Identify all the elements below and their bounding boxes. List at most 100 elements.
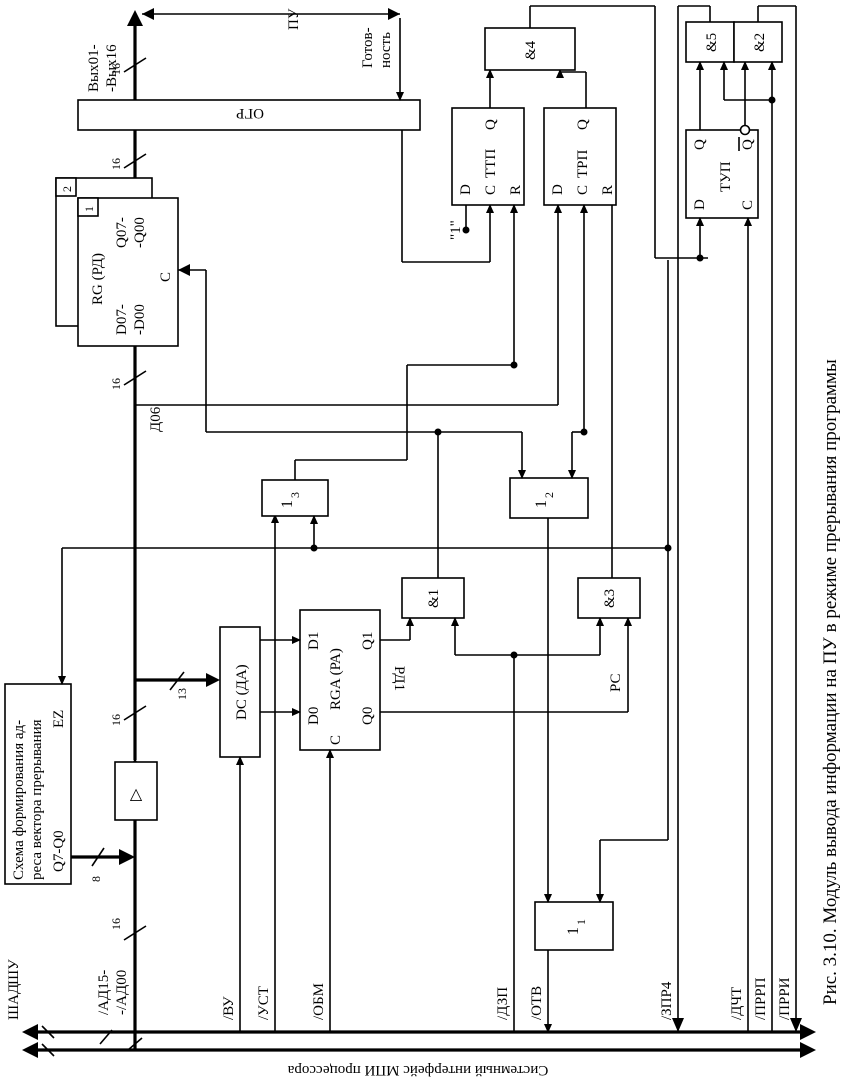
dc-label: DC (ДА) [234, 664, 250, 720]
rs-label: РС [608, 673, 624, 692]
ogr-label: ОГР [236, 105, 264, 121]
dzp-label: /ДЗП [495, 987, 511, 1020]
ttp-d-pin: D [458, 184, 474, 195]
and3-label: &3 [602, 589, 618, 608]
shad-bus-right-arrow [800, 1042, 816, 1058]
rd1-label: РД1 [391, 666, 407, 691]
and3-block: &3 [577, 205, 641, 619]
shad-bus-left-arrow [22, 1042, 38, 1058]
tup-d-pin: D [692, 199, 708, 210]
system-interface-label: Системный интерфейс МПИ процессора [287, 1062, 548, 1078]
and2-label: &2 [752, 33, 768, 52]
trp-box [543, 107, 617, 206]
tup-label: ТУП [718, 161, 734, 192]
rg-n2: 2 [60, 186, 74, 192]
or2-sub: 2 [542, 492, 556, 498]
pu-label: ПУ [286, 8, 302, 30]
rg-d-b: -D00 [132, 304, 148, 335]
or2-block: 1 2 [509, 477, 589, 519]
vu-label: /ВУ [221, 996, 237, 1020]
output-bus-arrow [127, 10, 143, 26]
rga-q0-pin: Q0 [360, 707, 376, 725]
d06-group: Д06 [135, 204, 562, 432]
buffer-symbol: △ [130, 786, 143, 803]
shad-label: ШАД [6, 984, 22, 1020]
bus-width-13: 13 [175, 688, 189, 700]
out-label-a: Вых01- [86, 44, 102, 92]
ust-label: /УСТ [256, 986, 272, 1020]
rg-q-a: Q07- [114, 217, 130, 248]
or1-box [534, 901, 614, 951]
ust-group: /УСТ [256, 514, 279, 1032]
ttp-r-pin: R [508, 185, 524, 195]
trp-label: ТРП [575, 149, 591, 178]
or2-box [509, 477, 589, 519]
rg-c-pin: C [158, 272, 174, 282]
dc-block: DC (ДА) 13 /ВУ [135, 626, 261, 1032]
ready-label-b: ность [378, 32, 394, 68]
buffer-block: △ [114, 761, 158, 821]
and1-box [401, 577, 465, 619]
vector-scheme-block: Схема формирования ад- реса вектора прер… [4, 683, 135, 885]
trp-d-pin: D [550, 184, 566, 195]
prrp-label: /ПРРП [753, 977, 769, 1020]
rga-d0-pin: D0 [306, 707, 322, 725]
bus-width-8: 8 [89, 876, 103, 882]
ttp-box [451, 107, 525, 206]
and4-label: &4 [523, 40, 539, 60]
or1-block: 1 1 /ОТВ [529, 260, 669, 1033]
tup-box [685, 129, 759, 219]
trp-block: ТРП D C R Q [543, 69, 617, 479]
addr-label-b: -/АД00 [114, 970, 130, 1015]
shu-bus-right-arrow [800, 1024, 816, 1040]
or1-label: 1 [565, 927, 582, 935]
and3-box [577, 577, 641, 619]
ttp-block: ТТП D C R Q "1" [448, 69, 525, 369]
vector-scheme-q-label: Q7-Q0 [51, 830, 67, 872]
bus-width-16-a: 16 [109, 918, 123, 930]
rg-block: 2 1 RG (РД) D07- -D00 Q07- -Q00 C [55, 177, 526, 479]
ready-label-a: Готов- [360, 27, 376, 68]
data-bus-group: 16 16 16 16 16 /АД15- -/АД00 [96, 10, 147, 1051]
rga-c-pin: C [328, 735, 344, 745]
ez-wire-group [58, 544, 672, 685]
rga-d1-pin: D1 [306, 632, 322, 650]
obm-label: /ОБМ [311, 983, 327, 1020]
shu-bus-left-arrow [22, 1024, 38, 1040]
tup-nq-pin: Q [740, 139, 756, 150]
trp-r-pin: R [600, 185, 616, 195]
rg-q-b: -Q00 [132, 217, 148, 248]
or3-label: 1 [279, 500, 296, 508]
bus-width-16-b: 16 [109, 714, 123, 726]
figure-caption: Рис. 3.10. Модуль вывода информации на П… [820, 359, 841, 1005]
and4-box [484, 27, 576, 71]
and5-and2-block: &5 &2 [672, 5, 802, 1032]
rg-n1: 1 [82, 206, 96, 212]
or3-sub: 3 [288, 492, 302, 498]
tup-block: ТУП D C Q Q [685, 61, 759, 1032]
addr-label-a: /АД15- [96, 970, 112, 1015]
ez-label: EZ [51, 710, 67, 728]
otv-label: /ОТВ [529, 986, 545, 1020]
ogr-box [77, 99, 421, 131]
dcht-label: /ДЧТ [729, 987, 745, 1020]
shu-label: ШУ [6, 959, 22, 985]
rga-block: RGA (РА) D0 D1 Q0 Q1 C /ОБМ РС РД1 [260, 609, 632, 1032]
tup-q-pin: Q [692, 139, 708, 150]
out-label-b: -Вых16 [104, 44, 120, 92]
vector-scheme-label-b: реса вектора прерывания [29, 719, 45, 880]
trp-q-pin: Q [575, 119, 591, 130]
trp-c-pin: C [575, 185, 591, 195]
bus-width-16-e: 16 [109, 63, 123, 75]
right-signal-labels: /ЗПР4 /ДЧТ /ПРРП /ПРРИ [659, 977, 793, 1020]
and1-label: &1 [426, 589, 442, 608]
and2-box [733, 21, 783, 63]
rg-n2-box [55, 177, 77, 197]
dzp-group: /ДЗП [451, 617, 604, 1032]
tup-c-pin: C [740, 200, 756, 210]
ttp-q-pin: Q [483, 119, 499, 130]
rg-d-a: D07- [114, 304, 130, 335]
rga-box [299, 609, 381, 751]
one-label: "1" [448, 220, 464, 240]
